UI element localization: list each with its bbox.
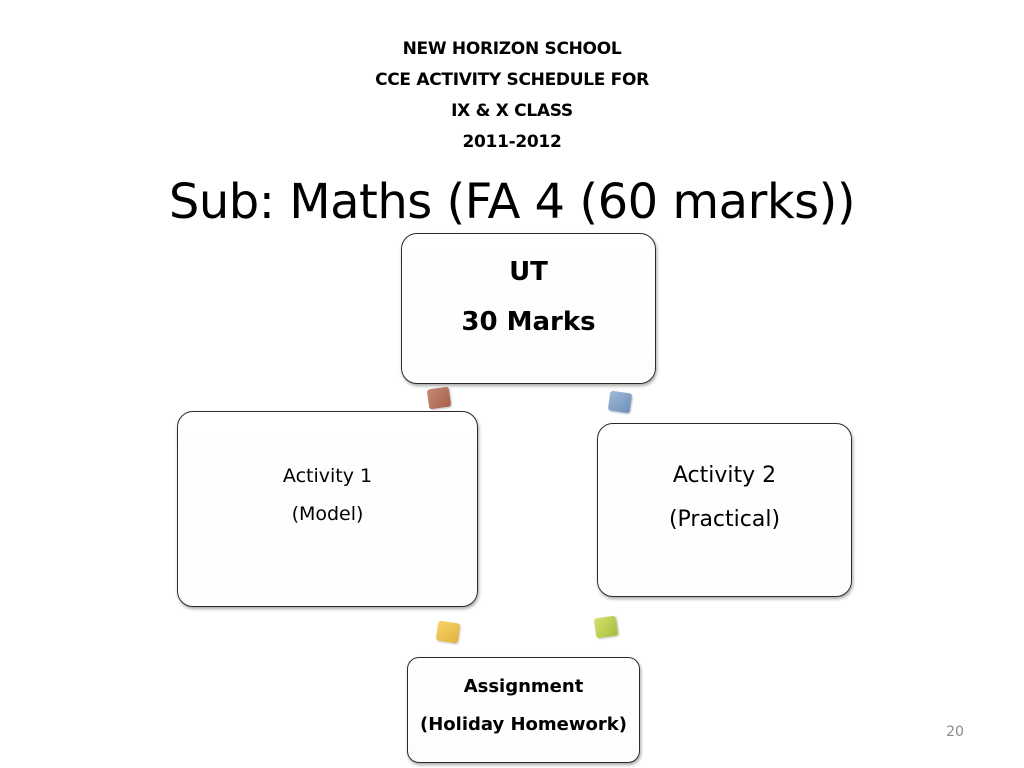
header-line-schedule: CCE ACTIVITY SCHEDULE FOR [375, 70, 649, 90]
node-ut-label: UT [509, 256, 548, 287]
slide-header: NEW HORIZON SCHOOL CCE ACTIVITY SCHEDULE… [0, 34, 1024, 158]
node-activity2: Activity 2 (Practical) [597, 423, 852, 597]
header-line-year: 2011-2012 [462, 132, 562, 152]
connector-activity2-assignment [593, 615, 619, 639]
connector-activity1-assignment [435, 620, 461, 644]
node-activity2-label: Activity 2 [672, 463, 777, 488]
node-assignment-label: Assignment [463, 676, 584, 697]
node-assignment: Assignment (Holiday Homework) [407, 657, 640, 763]
slide-title: Sub: Maths (FA 4 (60 marks)) [168, 174, 856, 230]
node-activity2-detail: (Practical) [668, 507, 781, 532]
node-ut: UT 30 Marks [401, 233, 656, 384]
connector-ut-activity2 [607, 390, 633, 414]
node-activity1: Activity 1 (Model) [177, 411, 478, 607]
header-line-school: NEW HORIZON SCHOOL [402, 39, 622, 59]
node-activity1-label: Activity 1 [282, 465, 373, 487]
node-activity1-detail: (Model) [291, 503, 364, 525]
connector-ut-activity1 [426, 386, 452, 410]
node-assignment-detail: (Holiday Homework) [420, 714, 627, 735]
node-ut-marks: 30 Marks [461, 306, 596, 337]
header-line-class: IX & X CLASS [451, 101, 573, 121]
page-number: 20 [946, 724, 964, 740]
